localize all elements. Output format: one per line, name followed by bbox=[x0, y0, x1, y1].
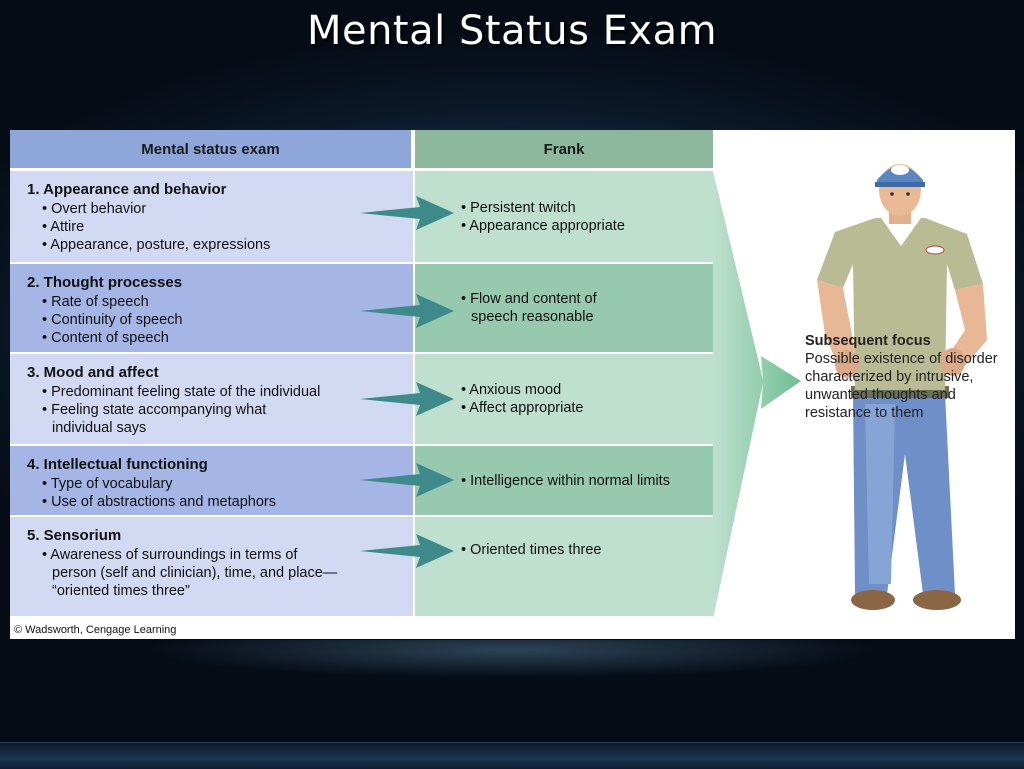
mental-status-figure: Mental status exam Frank 1. Appearance a… bbox=[10, 130, 1015, 639]
frank-row-mood: • Anxious mood • Affect appropriate bbox=[415, 354, 713, 446]
bullet-item: • Feeling state accompanying what bbox=[42, 402, 267, 418]
bullet-item: • Appearance, posture, expressions bbox=[42, 237, 271, 253]
row-title: 5. Sensorium bbox=[27, 527, 122, 544]
patient-illustration bbox=[817, 164, 987, 610]
bullet-item: person (self and clinician), time, and p… bbox=[52, 565, 338, 581]
column-header-frank: Frank bbox=[415, 130, 713, 170]
row-title: 1. Appearance and behavior bbox=[27, 181, 227, 198]
exam-row-thought: 2. Thought processes • Rate of speech • … bbox=[10, 264, 413, 354]
arrow-right-icon bbox=[360, 534, 454, 568]
background-glow bbox=[0, 640, 1024, 700]
row-bullets: • Predominant feeling state of the indiv… bbox=[42, 383, 320, 437]
row-title: 4. Intellectual functioning bbox=[27, 456, 208, 473]
column-header-exam: Mental status exam bbox=[10, 130, 413, 170]
bullet-item: • Attire bbox=[42, 219, 85, 235]
finding-item: • Appearance appropriate bbox=[461, 217, 625, 234]
focus-line: Possible existence of disorder bbox=[805, 351, 998, 367]
finding-item: • Intelligence within normal limits bbox=[461, 472, 670, 489]
exam-row-mood: 3. Mood and affect • Predominant feeling… bbox=[10, 354, 413, 446]
finding-list: • Flow and content of speech reasonable bbox=[461, 290, 597, 326]
arrow-right-icon bbox=[360, 294, 454, 328]
frank-row-sensorium: • Oriented times three bbox=[415, 517, 713, 618]
focus-line: resistance to them bbox=[805, 405, 924, 421]
finding-list: • Persistent twitch • Appearance appropr… bbox=[461, 199, 625, 235]
finding-item: • Oriented times three bbox=[461, 542, 602, 558]
arrow-right-icon bbox=[360, 463, 454, 497]
arrow-right-icon bbox=[360, 196, 454, 230]
bullet-item: • Overt behavior bbox=[42, 201, 147, 217]
summary-chevron-icon bbox=[713, 171, 801, 619]
row-title: 3. Mood and affect bbox=[27, 364, 159, 381]
finding-item: • Persistent twitch bbox=[461, 199, 576, 216]
finding-item: speech reasonable bbox=[471, 309, 594, 325]
focus-title: Subsequent focus bbox=[805, 333, 931, 349]
bullet-item: • Use of abstractions and metaphors bbox=[42, 494, 276, 510]
finding-item: • Anxious mood bbox=[461, 382, 562, 398]
row-bullets: • Overt behavior • Attire • Appearance, … bbox=[42, 200, 270, 254]
focus-line: characterized by intrusive, bbox=[805, 369, 974, 385]
bullet-item: individual says bbox=[52, 420, 147, 436]
exam-row-sensorium: 5. Sensorium • Awareness of surroundings… bbox=[10, 517, 413, 618]
exam-row-intellectual: 4. Intellectual functioning • Type of vo… bbox=[10, 446, 413, 517]
bullet-item: • Predominant feeling state of the indiv… bbox=[42, 384, 321, 400]
finding-list: • Oriented times three bbox=[461, 541, 601, 559]
row-title: 2. Thought processes bbox=[27, 274, 183, 291]
row-bullets: • Awareness of surroundings in terms of … bbox=[42, 546, 337, 600]
bullet-item: “oriented times three” bbox=[52, 583, 190, 599]
slide-footer-bar bbox=[0, 742, 1024, 769]
finding-list: • Intelligence within normal limits bbox=[461, 472, 670, 490]
subsequent-focus-note: Subsequent focus Possible existence of d… bbox=[805, 332, 998, 422]
bullet-item: • Awareness of surroundings in terms of bbox=[42, 547, 298, 563]
bullet-item: • Rate of speech bbox=[42, 294, 149, 310]
row-bullets: • Rate of speech • Continuity of speech … bbox=[42, 293, 183, 347]
bullet-item: • Type of vocabulary bbox=[42, 476, 173, 492]
finding-item: • Flow and content of bbox=[461, 291, 597, 307]
exam-row-appearance: 1. Appearance and behavior • Overt behav… bbox=[10, 171, 413, 264]
slide-title: Mental Status Exam bbox=[306, 8, 718, 54]
bullet-item: • Content of speech bbox=[42, 330, 169, 346]
frank-row-thought: • Flow and content of speech reasonable bbox=[415, 264, 713, 354]
finding-item: • Affect appropriate bbox=[461, 400, 584, 416]
bullet-item: • Continuity of speech bbox=[42, 312, 183, 328]
focus-line: unwanted thoughts and bbox=[805, 387, 956, 403]
copyright-credit: © Wadsworth, Cengage Learning bbox=[14, 624, 177, 636]
arrow-right-icon bbox=[360, 382, 454, 416]
frank-row-intellectual: • Intelligence within normal limits bbox=[415, 446, 713, 517]
finding-list: • Anxious mood • Affect appropriate bbox=[461, 381, 584, 417]
frank-row-appearance: • Persistent twitch • Appearance appropr… bbox=[415, 171, 713, 264]
row-bullets: • Type of vocabulary • Use of abstractio… bbox=[42, 475, 276, 511]
